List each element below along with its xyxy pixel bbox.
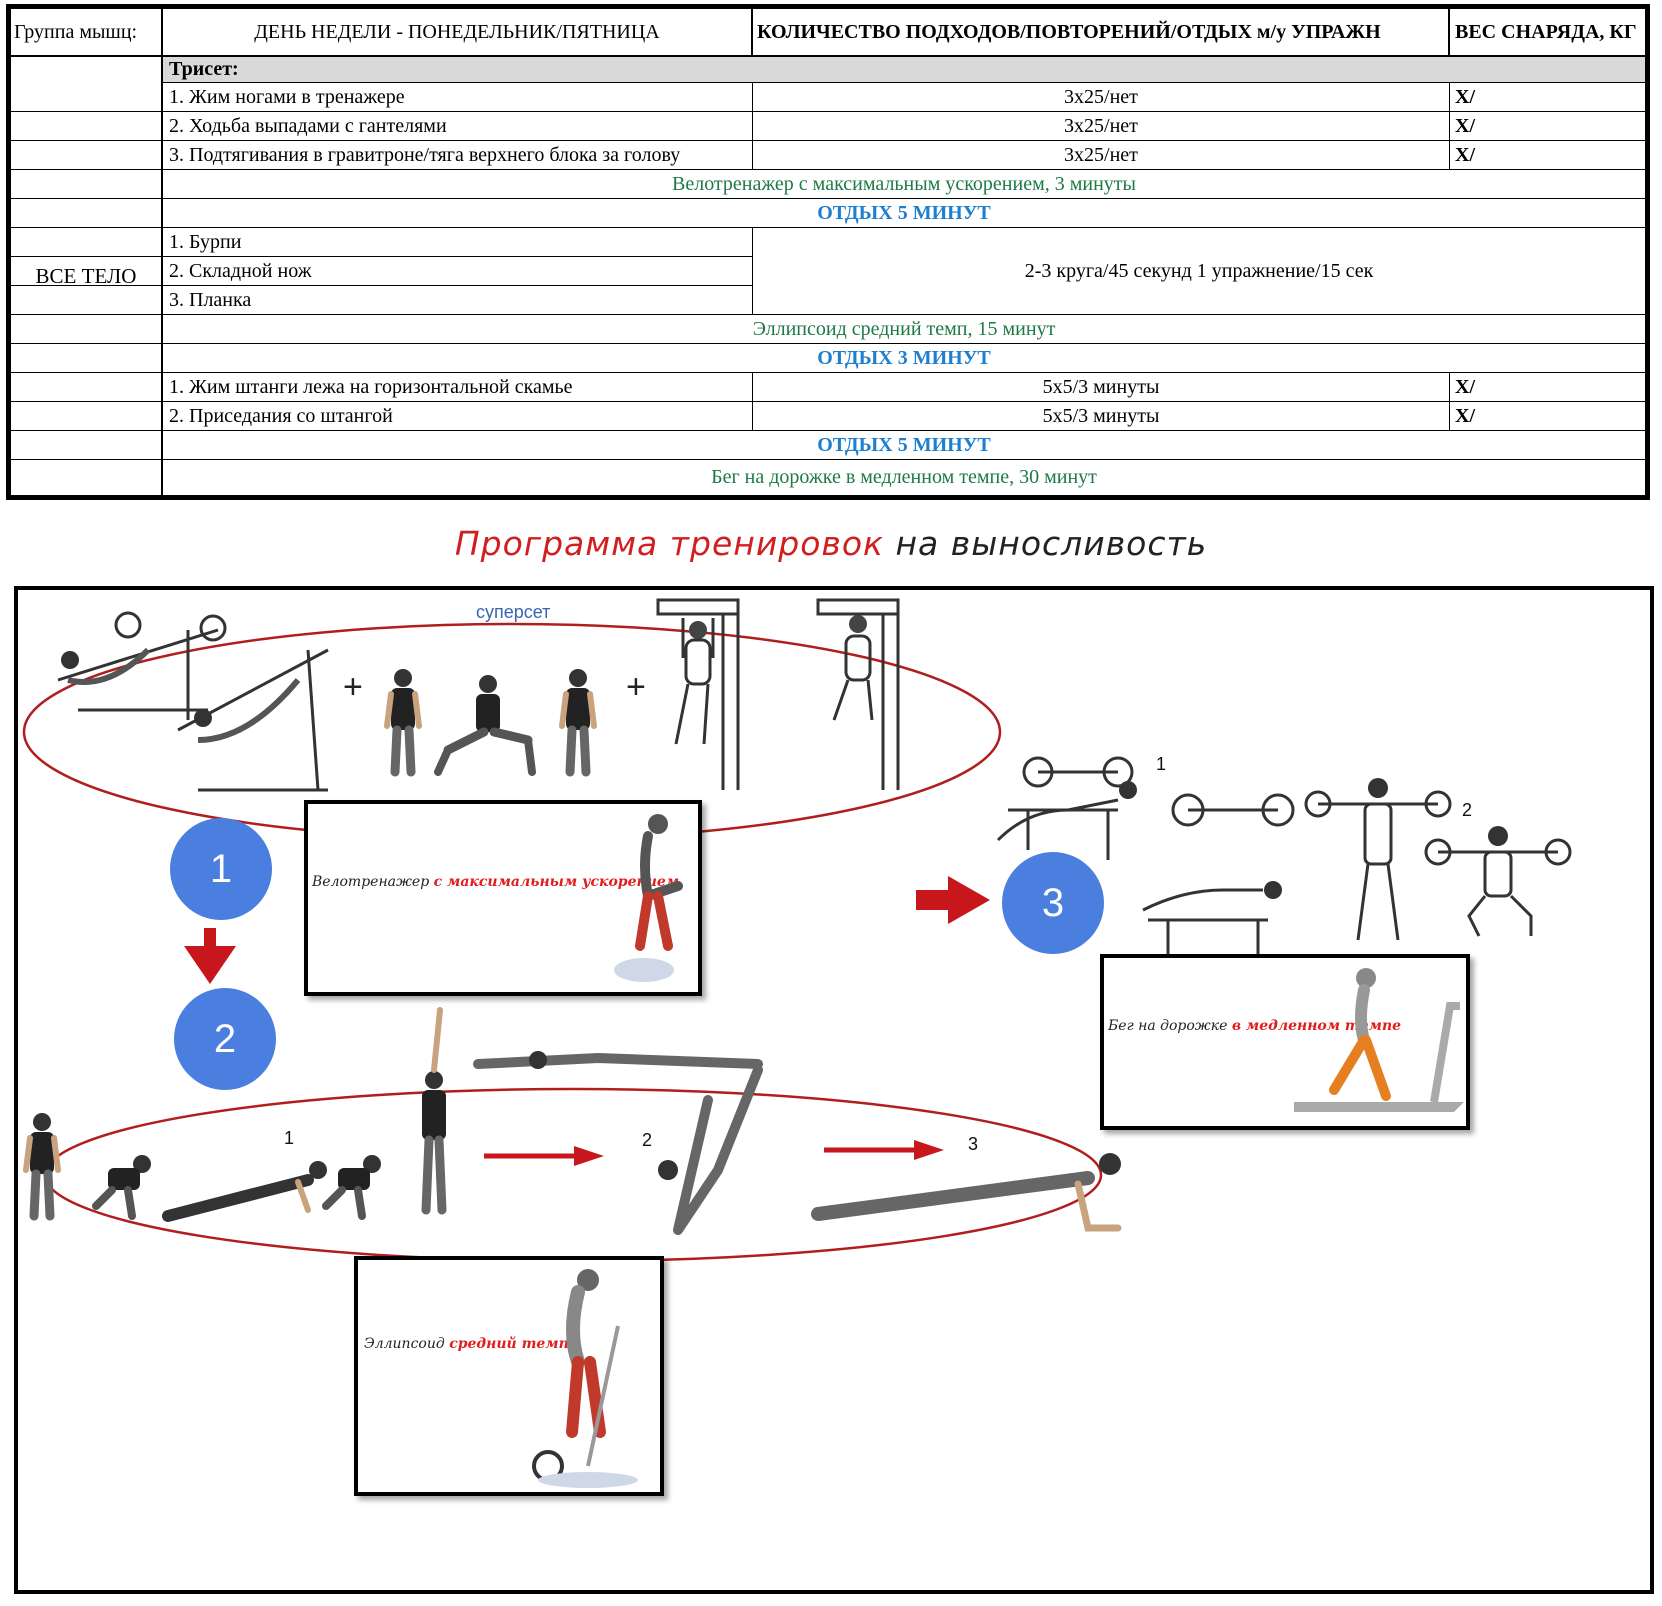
header-sets: КОЛИЧЕСТВО ПОДХОДОВ/ПОВТОРЕНИЙ/ОТДЫХ м/у… [753,9,1450,55]
muscle-group-cell: ВСЕ ТЕЛО [11,57,163,495]
sets-cell: 3х25/нет [753,112,1450,140]
step-circle-2: 2 [174,988,276,1090]
triset-label: Трисет: [169,58,239,80]
plank-figure [811,1153,1122,1232]
diagram-canvas: + + [18,598,1572,1263]
table-row: 1. Бурпи [11,228,753,257]
circuit-sets-row: 2-3 круга/45 секунд 1 упражнение/15 сек [753,228,1645,315]
cardio-text: Эллипсоид средний темп, 15 минут [752,317,1056,340]
squat-figure [1304,778,1572,941]
card-elliptical-text: Эллипсоид [364,1336,450,1352]
leg-press-figure [57,611,329,792]
plus-sign-2: + [626,668,646,706]
header-day: ДЕНЬ НЕДЕЛИ - ПОНЕДЕЛЬНИК/ПЯТНИЦА [163,9,753,55]
exercise-cell: 2. Складной нож [163,257,753,285]
card-treadmill: Бег на дорожке в медленном темпе [1100,954,1470,1130]
arrow-right-icon [484,1140,944,1166]
circuit-sets-cell: 2-3 круга/45 секунд 1 упражнение/15 сек [1024,259,1374,282]
exercise-cell: 1. Бурпи [163,228,753,256]
card-elliptical-highlight: средний темп [449,1336,569,1352]
card-bike-text: Велотренажер [312,874,434,890]
elliptical-figure [532,1269,638,1488]
table-row: 1. Жим ногами в тренажере 3х25/нет Х/ [11,83,1645,112]
card-elliptical: Эллипсоид средний темп [354,1256,664,1496]
weight-cell: Х/ [1455,85,1475,108]
card-bike-highlight: с максимальным ускорением [433,874,680,890]
exercise-cell: 1. Жим штанги лежа на горизонтальной ска… [163,373,753,401]
table-row: 3. Планка [11,286,753,315]
cardio-text: Велотренажер с максимальным ускорением, … [672,172,1136,195]
sets-cell: 3х25/нет [753,141,1450,169]
exercise-cell: 2. Приседания со штангой [163,402,753,430]
weight-cell: Х/ [1455,404,1475,427]
exercise-cell: 1. Жим ногами в тренажере [163,83,753,111]
superset-label: суперсет [476,602,550,622]
weight-cell: Х/ [1455,375,1475,398]
table-header-row: Группа мышц: ДЕНЬ НЕДЕЛИ - ПОНЕДЕЛЬНИК/П… [11,9,1645,57]
card-bike-label: Велотренажер с максимальным ускорением [312,874,679,890]
table-row: 2. Приседания со штангой 5х5/3 минуты Х/ [11,402,1645,431]
title-part-dark: на выносливость [883,524,1208,563]
card-elliptical-label: Эллипсоид средний темп [364,1336,569,1352]
cardio-row: Бег на дорожке в медленном темпе, 30 мин… [11,460,1645,495]
circuit-ellipse [43,1087,1103,1263]
rest-text: ОТДЫХ 5 МИНУТ [817,201,991,224]
weight-cell: Х/ [1455,143,1475,166]
bench-press-figure [996,756,1295,955]
triset-label-row: Трисет: [163,57,1645,83]
exercise-cell: 3. Подтягивания в гравитроне/тяга верхне… [163,141,753,169]
sets-cell: 5х5/3 минуты [753,373,1450,401]
header-weight: ВЕС СНАРЯДА, КГ [1455,20,1637,43]
strength-number-1: 1 [1156,754,1166,774]
title-part-red: Программа тренировок [454,524,884,563]
table-row: 2. Складной нож [11,257,753,286]
treadmill-figure [1294,968,1464,1112]
header-muscle-group: Группа мышц: [11,9,163,55]
exercise-cell: 2. Ходьба выпадами с гантелями [163,112,753,140]
circuit-number-2: 2 [642,1130,652,1150]
table-row: 2. Ходьба выпадами с гантелями 3х25/нет … [11,112,1645,141]
exercise-cell: 3. Планка [163,286,753,314]
program-title: Программа тренировок на выносливость [0,524,1662,563]
diagram-frame: + + [14,586,1654,1594]
rest-text: ОТДЫХ 5 МИНУТ [817,433,991,456]
table-row: 3. Подтягивания в гравитроне/тяга верхне… [11,141,1645,170]
rest-row: ОТДЫХ 3 МИНУТ [11,344,1645,373]
rest-row: ОТДЫХ 5 МИНУТ [11,199,1645,228]
step-circle-1: 1 [170,818,272,920]
circuit-number-1: 1 [284,1128,294,1148]
lunge-figure [387,669,594,772]
sets-cell: 5х5/3 минуты [753,402,1450,430]
jackknife-figure [473,1051,763,1235]
step-circle-3: 3 [1002,852,1104,954]
bike-figure [614,814,683,982]
burpee-figure [26,1007,447,1222]
pull-up-figure [656,598,900,790]
circuit-number-3: 3 [968,1134,978,1154]
cardio-text: Бег на дорожке в медленном темпе, 30 мин… [711,466,1097,488]
strength-number-2: 2 [1462,800,1472,820]
rest-text: ОТДЫХ 3 МИНУТ [817,346,991,369]
weight-cell: Х/ [1455,114,1475,137]
cardio-row: Эллипсоид средний темп, 15 минут [11,315,1645,344]
plus-sign-1: + [343,668,363,706]
cardio-row: Велотренажер с максимальным ускорением, … [11,170,1645,199]
rest-row: ОТДЫХ 5 МИНУТ [11,431,1645,460]
sets-cell: 3х25/нет [753,83,1450,111]
card-bike: Велотренажер с максимальным ускорением [304,800,702,996]
table-row: 1. Жим штанги лежа на горизонтальной ска… [11,373,1645,402]
arrow-right-icon [916,876,990,924]
card-treadmill-text: Бег на дорожке [1108,1018,1232,1034]
arrow-down-icon [184,928,236,984]
workout-table: Группа мышц: ДЕНЬ НЕДЕЛИ - ПОНЕДЕЛЬНИК/П… [6,4,1650,500]
